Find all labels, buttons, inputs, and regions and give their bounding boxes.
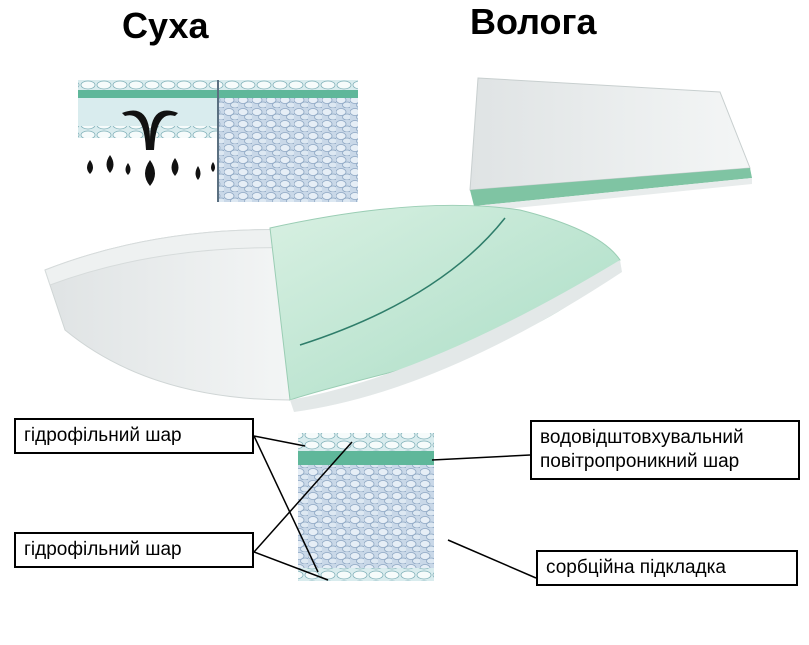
hydrophilic-layer-text-bottom: гідрофільний шар [24,539,182,560]
hydrophilic-layer-label-bottom: гідрофільний шар [14,532,254,568]
dry-cross-section [78,80,358,202]
water-repellent-line2: повітропроникний шар [540,450,790,474]
hydrophilic-layer-label-top: гідрофільний шар [14,418,254,454]
wet-pad-image [470,78,752,212]
layer-cross-section [298,433,434,581]
absorbent-layer-text: сорбційна підкладка [546,557,726,578]
hydrophilic-layer-text-top: гідрофільний шар [24,425,182,446]
curved-pad-image [45,205,622,412]
water-repellent-line1: водовідштовхувальний [540,426,790,450]
absorbent-layer-label: сорбційна підкладка [536,550,798,586]
water-repellent-layer-label: водовідштовхувальний повітропроникний ша… [530,420,800,480]
